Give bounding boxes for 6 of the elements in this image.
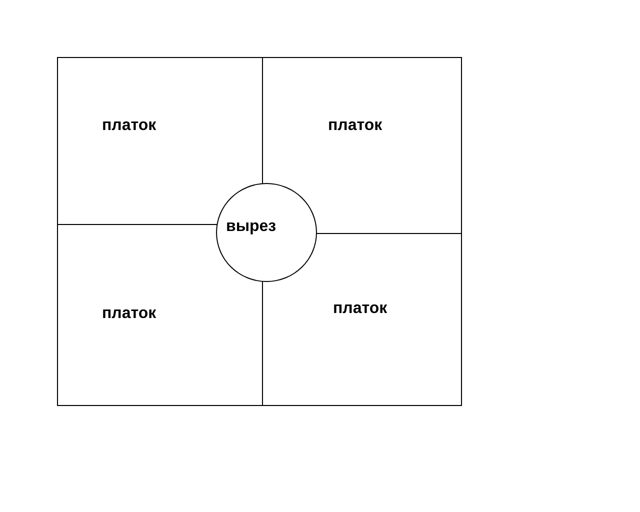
cutout-label: вырез (226, 218, 276, 236)
quadrant-label: платок (328, 117, 382, 135)
quadrant-label: платок (102, 117, 156, 135)
quadrant-panel (262, 233, 462, 406)
quadrant-label: платок (333, 300, 388, 318)
quadrant-label: платок (102, 305, 156, 323)
